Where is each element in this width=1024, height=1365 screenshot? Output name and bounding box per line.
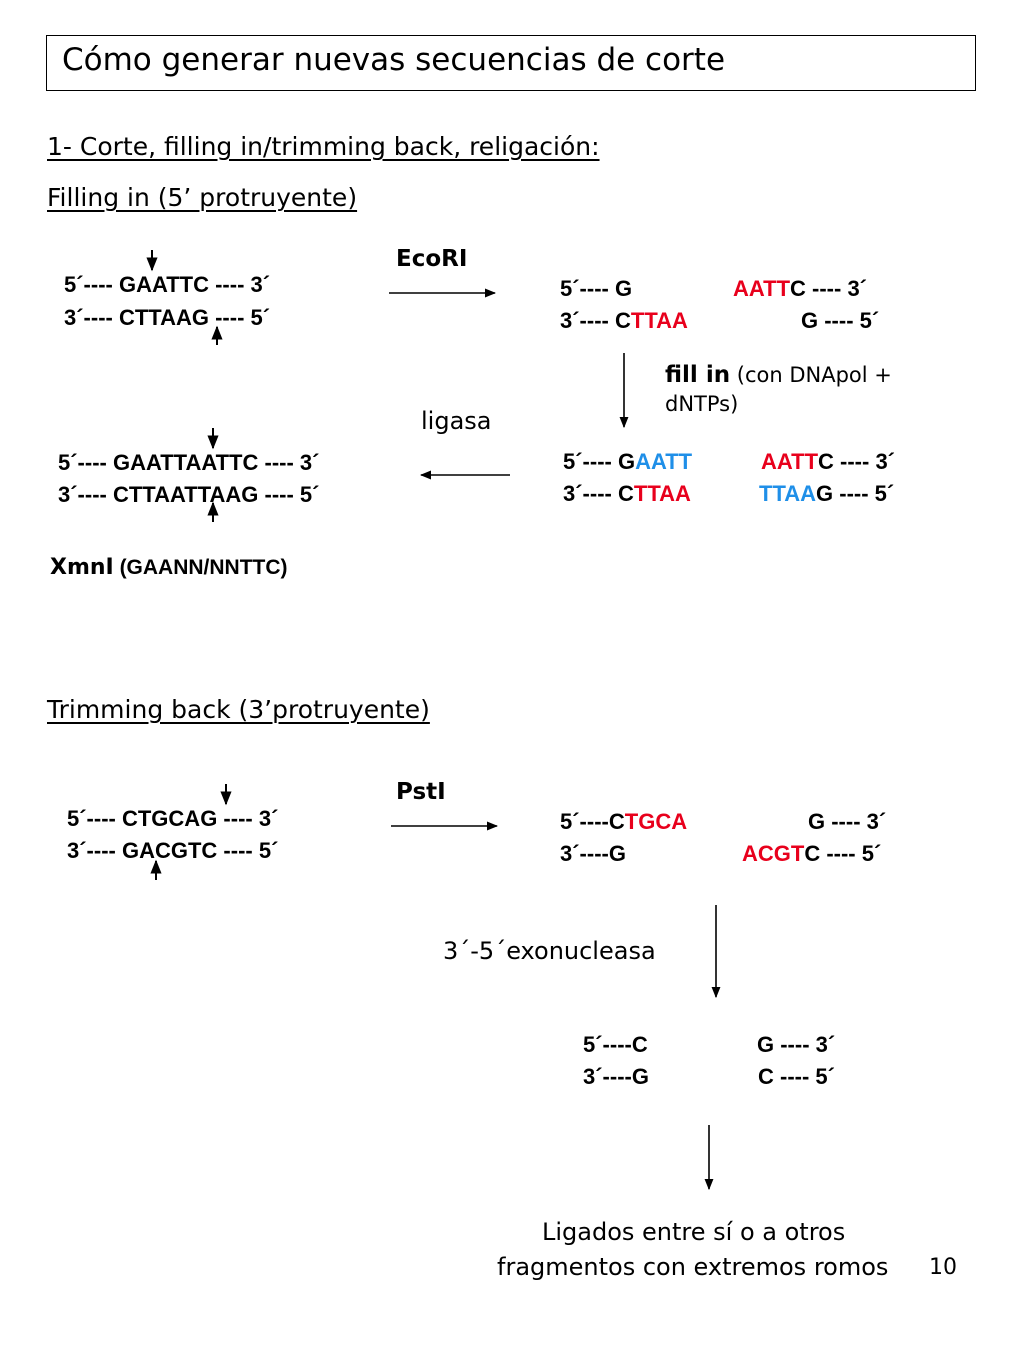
psti-cut-bottom-overhang: ACGT	[742, 841, 805, 866]
slide-title: Cómo generar nuevas secuencias de corte	[62, 42, 726, 78]
ecori-cut-top-overhang: AATT	[733, 276, 791, 301]
ecori-cut-bottom-right: G ---- 5´	[801, 308, 880, 333]
psti-cut-top-right: G ---- 3´	[808, 809, 887, 834]
psti-site-bottom-strand: 3´---- GACGTC ---- 5´	[67, 838, 279, 863]
xmni-sequence: (GAANN/NNTTC)	[113, 556, 288, 579]
religated-top-strand: 5´---- GAATTAATTC ---- 3´	[58, 450, 320, 475]
psti-cut-bottom-right: ACGTC ---- 5´	[742, 841, 881, 867]
religated-bottom-strand: 3´---- CTTAATTAAG ---- 5´	[58, 482, 320, 507]
section-heading: 1- Corte, filling in/trimming back, reli…	[47, 132, 600, 161]
ligase-label: ligasa	[421, 407, 492, 435]
fill-in-note-2: dNTPs)	[665, 392, 739, 416]
psti-label: PstI	[396, 779, 446, 805]
filled-bottom-left: 3´---- CTTAA	[563, 481, 691, 507]
ecori-label: EcoRI	[396, 246, 468, 272]
ecori-cut-bottom-overhang: TTAA	[630, 308, 688, 333]
fill-in-note-1: (con DNApol +	[730, 363, 892, 387]
exonuclease-label: 3´-5´exonucleasa	[443, 937, 656, 965]
psti-cut-top-base: 5´----C	[560, 809, 625, 834]
psti-site-top-strand: 5´---- CTGCAG ---- 3´	[67, 806, 279, 831]
ecori-site-bottom-strand: 3´---- CTTAAG ---- 5´	[64, 305, 271, 330]
filled-bottom-new-bases: TTAA	[759, 481, 817, 506]
filled-top-rest: C ---- 3´	[818, 449, 896, 474]
filled-bottom-rest: G ---- 5´	[816, 481, 895, 506]
filled-top-new-bases: AATT	[635, 449, 693, 474]
xmni-label: XmnI	[50, 555, 114, 580]
fill-in-label: fill in (con DNApol +	[665, 362, 892, 388]
psti-cut-bottom-left: 3´----G	[560, 841, 626, 866]
fill-in-bold: fill in	[665, 362, 731, 388]
filled-top-overhang: AATT	[761, 449, 819, 474]
filled-bottom-right: TTAAG ---- 5´	[759, 481, 894, 507]
ecori-cut-bottom-left: 3´---- CTTAA	[560, 308, 688, 334]
psti-cut-bottom-rest: C ---- 5´	[804, 841, 882, 866]
filled-bottom-base: 3´---- C	[563, 481, 634, 506]
ecori-cut-top-rest: C ---- 3´	[790, 276, 868, 301]
psti-cut-top-left: 5´----CTGCA	[560, 809, 687, 835]
result-line-2: fragmentos con extremos romos	[497, 1253, 889, 1281]
psti-cut-top-overhang: TGCA	[624, 809, 688, 834]
blunt-bottom-left: 3´----G	[583, 1064, 649, 1089]
page-number: 10	[929, 1255, 957, 1280]
ecori-site-top-strand: 5´---- GAATTC ---- 3´	[64, 272, 271, 297]
ecori-cut-top-right: AATTC ---- 3´	[733, 276, 867, 302]
filling-heading: Filling in (5’ protruyente)	[47, 183, 358, 212]
blunt-top-left: 5´----C	[583, 1032, 648, 1057]
title-box	[46, 35, 976, 91]
blunt-bottom-right: C ---- 5´	[758, 1064, 835, 1089]
trimming-heading: Trimming back (3’protruyente)	[47, 695, 430, 724]
blunt-top-right: G ---- 3´	[757, 1032, 836, 1057]
xmni-site: XmnI (GAANN/NNTTC)	[50, 555, 288, 580]
ecori-cut-top-left: 5´---- G	[560, 276, 633, 301]
filled-bottom-overhang: TTAA	[633, 481, 691, 506]
result-line-1: Ligados entre sí o a otros	[542, 1218, 846, 1246]
filled-top-base: 5´---- G	[563, 449, 636, 474]
filled-top-right: AATTC ---- 3´	[761, 449, 895, 475]
filled-top-left: 5´---- GAATT	[563, 449, 692, 475]
ecori-cut-bottom-left-base: 3´---- C	[560, 308, 631, 333]
